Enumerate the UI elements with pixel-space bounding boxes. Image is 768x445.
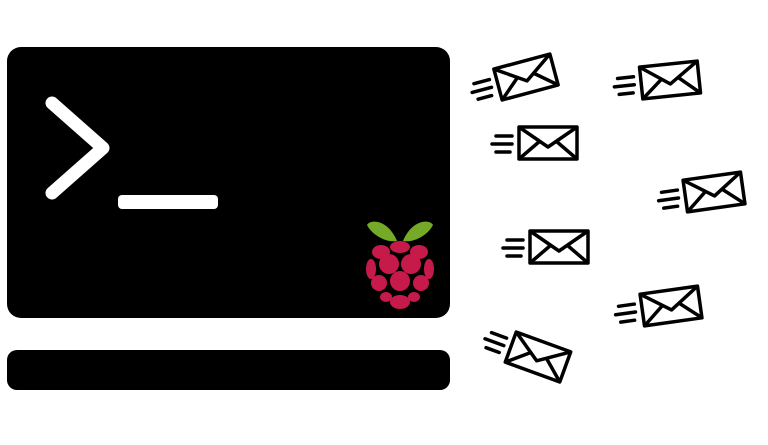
envelope-icon: [501, 229, 590, 265]
envelope-icon: [611, 284, 704, 332]
envelope-icon: [610, 59, 703, 104]
terminal-base: [7, 350, 450, 390]
envelope-icon: [466, 52, 560, 109]
terminal-screen: [7, 47, 450, 318]
raspberry-pi-logo: [366, 221, 434, 309]
prompt-chevron-icon: [45, 96, 110, 200]
envelope-icon: [654, 170, 747, 218]
envelope-icon: [490, 125, 579, 161]
terminal-icon: [7, 47, 450, 390]
envelope-icon: [478, 321, 573, 384]
prompt-cursor: [118, 195, 218, 209]
